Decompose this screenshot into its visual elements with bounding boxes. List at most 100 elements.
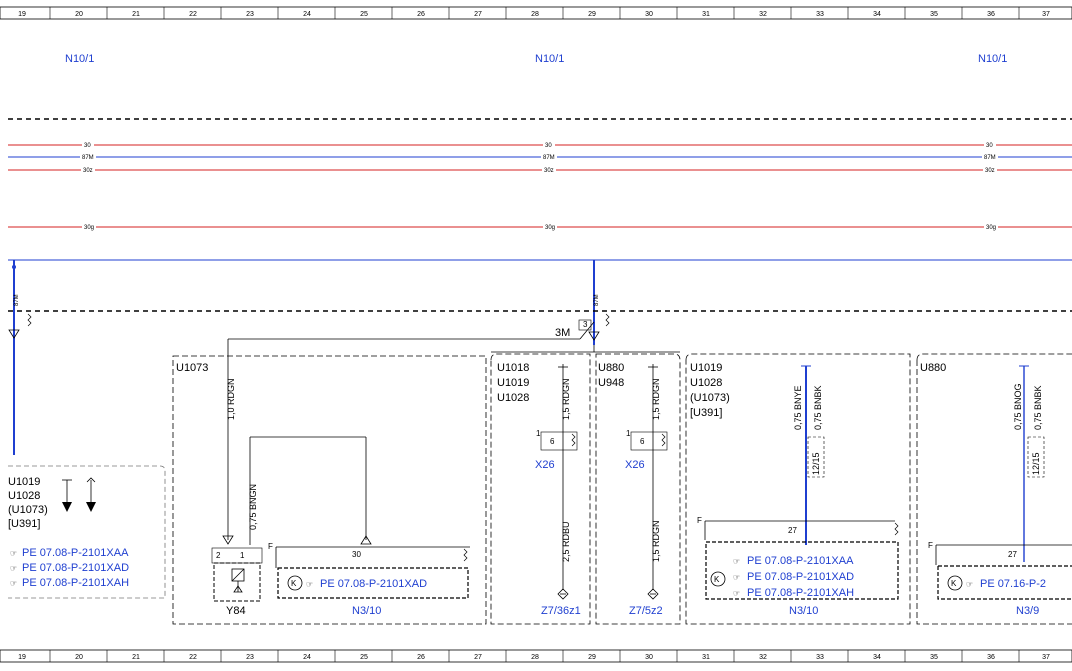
pointing-hand-icon: ☞ bbox=[10, 549, 17, 558]
ruler-num: 29 bbox=[588, 11, 596, 18]
bus-tag: 87M bbox=[82, 155, 94, 161]
ruler-num: 24 bbox=[303, 654, 311, 661]
bus-lines bbox=[8, 144, 1072, 261]
ruler-num: 27 bbox=[474, 654, 482, 661]
pin-label: 2 bbox=[216, 551, 221, 560]
wire-label: 1,5 RDGN bbox=[651, 520, 661, 562]
pointing-hand-icon: ☞ bbox=[966, 580, 973, 589]
ruler-num: 34 bbox=[873, 654, 881, 661]
wire-label: 0,75 BNYE bbox=[793, 385, 803, 430]
pin-label: 6 bbox=[550, 437, 555, 446]
pin-label: 3 bbox=[583, 320, 588, 329]
code-line: U1018 bbox=[497, 362, 529, 374]
n10-1-label: N10/1 bbox=[65, 53, 94, 65]
top-ruler: 19 20 21 22 23 24 25 26 27 28 29 30 31 3… bbox=[0, 6, 1072, 20]
ruler-num: 29 bbox=[588, 654, 596, 661]
ruler-num: 20 bbox=[75, 654, 83, 661]
block-z736: U1018 U1019 U1028 1,5 RDGN 1 6 X26 2,5 R… bbox=[490, 353, 591, 625]
code-line: U1019 bbox=[690, 362, 722, 374]
pe-ref-link[interactable]: PE 07.08-P-2101XAH bbox=[747, 587, 854, 599]
block-left: U1019 U1028 (U1073) [U391] ☞ PE 07.08-P-… bbox=[8, 465, 166, 599]
ruler-num: 23 bbox=[246, 11, 254, 18]
transistor-icon: K bbox=[710, 571, 726, 587]
ruler-num: 36 bbox=[987, 654, 995, 661]
code-line: [U391] bbox=[8, 518, 40, 530]
bus-tags: 30 30 30 87M 87M 87M 30z 30z 30z 30g 30g… bbox=[80, 141, 998, 231]
pe-ref-link[interactable]: PE 07.16-P-2 bbox=[980, 578, 1046, 590]
code-line: U1028 bbox=[8, 490, 40, 502]
code-line: U880 bbox=[598, 362, 624, 374]
pointing-hand-icon: ☞ bbox=[10, 579, 17, 588]
pointing-hand-icon: ☞ bbox=[10, 564, 17, 573]
bus-tag: 30g bbox=[84, 225, 94, 231]
ruler-num: 23 bbox=[246, 654, 254, 661]
block-z75: U880 U948 1,5 RDGN 1 6 X26 1,5 RDGN Z7/5… bbox=[595, 353, 681, 625]
pe-ref-link[interactable]: PE 07.08-P-2101XAD bbox=[22, 562, 129, 574]
ruler-num: 19 bbox=[18, 11, 26, 18]
pin-label: 27 bbox=[1008, 550, 1017, 559]
pointing-hand-icon: ☞ bbox=[733, 589, 740, 598]
bottom-ruler: 19 20 21 22 23 24 25 26 27 28 29 30 31 3… bbox=[0, 649, 1072, 663]
pe-ref-link[interactable]: PE 07.08-P-2101XAD bbox=[320, 578, 427, 590]
pointing-hand-icon: ☞ bbox=[733, 557, 740, 566]
ruler-num: 26 bbox=[417, 654, 425, 661]
f-label: F bbox=[268, 542, 273, 551]
module-label: N3/9 bbox=[1016, 605, 1039, 617]
ruler-num: 37 bbox=[1042, 11, 1050, 18]
ruler-num: 35 bbox=[930, 654, 938, 661]
pin-label: 1 bbox=[536, 429, 541, 438]
wire-label: 1,0 RDGN bbox=[226, 378, 236, 420]
ground-label: Z7/36z1 bbox=[541, 605, 581, 617]
pin-label: 1 bbox=[240, 551, 245, 560]
arrow-down-icon bbox=[86, 477, 96, 512]
arrow-down-icon bbox=[62, 479, 72, 512]
bus-tag: 30 bbox=[545, 143, 552, 149]
ruler-num: 33 bbox=[816, 654, 824, 661]
wire-label: 0,75 BNBK bbox=[1033, 385, 1043, 430]
bus-tag: 30 bbox=[84, 143, 91, 149]
ruler-num: 32 bbox=[759, 11, 767, 18]
component-label: Y84 bbox=[226, 605, 246, 617]
pe-ref-link[interactable]: PE 07.08-P-2101XAA bbox=[22, 547, 129, 559]
tap-label: 87M bbox=[594, 294, 600, 306]
ruler-num: 25 bbox=[360, 11, 368, 18]
ground-3m: 3M bbox=[555, 327, 570, 339]
bus-tag: 30g bbox=[545, 225, 555, 231]
ruler-num: 24 bbox=[303, 11, 311, 18]
pe-ref-link[interactable]: PE 07.08-P-2101XAH bbox=[22, 577, 129, 589]
pin-label: 27 bbox=[788, 526, 797, 535]
pe-ref-link[interactable]: PE 07.08-P-2101XAA bbox=[747, 555, 854, 567]
connector-label: X26 bbox=[535, 459, 555, 471]
code-line: (U1073) bbox=[8, 504, 48, 516]
ground-icon bbox=[647, 588, 659, 600]
pointing-hand-icon: ☞ bbox=[733, 573, 740, 582]
pin-label: 30 bbox=[352, 550, 361, 559]
f-label: F bbox=[697, 516, 702, 525]
ruler-num: 21 bbox=[132, 654, 140, 661]
n10-1-label: N10/1 bbox=[978, 53, 1007, 65]
code-line: U1028 bbox=[497, 392, 529, 404]
code-line: U1019 bbox=[497, 377, 529, 389]
ruler-num: 28 bbox=[531, 11, 539, 18]
ruler-num: 37 bbox=[1042, 654, 1050, 661]
block-code: U880 bbox=[920, 362, 946, 374]
module-label: N3/10 bbox=[352, 605, 381, 617]
bus-tag: 30 bbox=[986, 143, 993, 149]
ground-label: Z7/5z2 bbox=[629, 605, 663, 617]
pe-ref-link[interactable]: PE 07.08-P-2101XAD bbox=[747, 571, 854, 583]
bus-tag: 87M bbox=[543, 155, 555, 161]
fuse-tap-center: 87M 3 3M bbox=[228, 294, 680, 353]
ruler-num: 33 bbox=[816, 11, 824, 18]
wire-label: 0,75 BNBK bbox=[813, 385, 823, 430]
connector-label: X26 bbox=[625, 459, 645, 471]
block-code: U1073 bbox=[176, 362, 208, 374]
pointing-hand-icon: ☞ bbox=[306, 580, 313, 589]
code-line: U948 bbox=[598, 377, 624, 389]
pin-label: 6 bbox=[640, 437, 645, 446]
ruler-num: 31 bbox=[702, 11, 710, 18]
bus-tag: 87M bbox=[984, 155, 996, 161]
ruler-num: 35 bbox=[930, 11, 938, 18]
transistor-icon: K bbox=[287, 575, 303, 591]
transistor-icon: K bbox=[947, 575, 963, 591]
